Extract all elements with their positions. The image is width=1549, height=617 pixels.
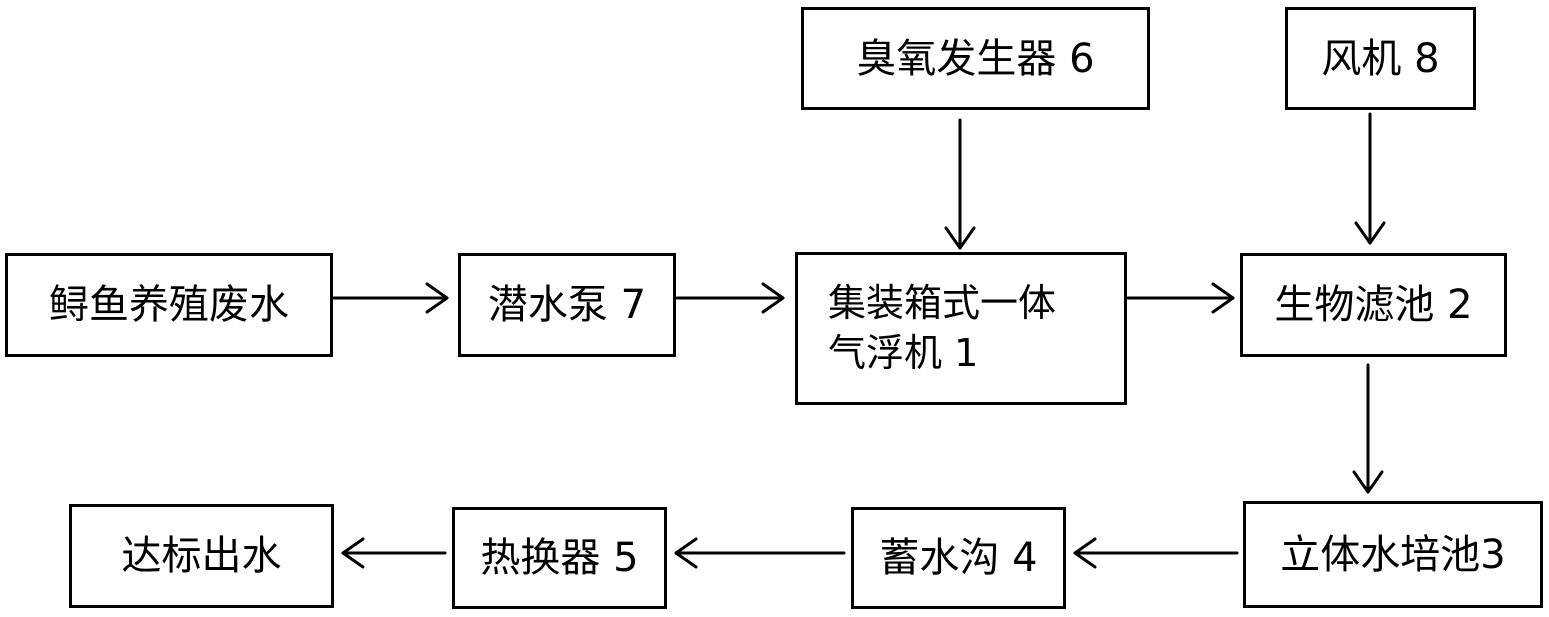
hydroponic-pool-box: 立体水培池3 [1243,501,1543,608]
arrow-ozone-to-flotation [944,118,976,250]
biofilter-box: 生物滤池 2 [1240,253,1507,357]
arrow-pump-to-flotation [675,282,785,314]
flotation-label-line1: 集装箱式一体 [828,281,1057,326]
heat-exchanger-box: 热换器 5 [452,507,667,609]
ozone-generator-box: 臭氧发生器 6 [801,7,1150,110]
wastewater-label: 鲟鱼养殖废水 [49,282,289,328]
hydroponic-pool-label: 立体水培池3 [1280,531,1506,578]
fan-box: 风机 8 [1285,7,1476,110]
fan-label: 风机 8 [1321,35,1440,82]
arrow-flotation-to-biofilter [1126,282,1235,314]
storage-ditch-box: 蓄水沟 4 [851,507,1066,609]
flotation-label-line2: 气浮机 1 [828,330,979,375]
flotation-machine-box: 集装箱式一体 气浮机 1 [795,252,1127,405]
wastewater-box: 鲟鱼养殖废水 [5,253,333,357]
storage-ditch-label: 蓄水沟 4 [879,535,1038,581]
arrow-fan-to-biofilter [1354,112,1386,245]
effluent-box: 达标出水 [69,504,334,608]
biofilter-label: 生物滤池 2 [1274,282,1473,328]
ozone-generator-label: 臭氧发生器 6 [856,35,1095,82]
arrow-biofilter-to-hydroponic [1352,363,1384,494]
arrow-wastewater-to-pump [332,282,449,314]
arrow-ditch-to-heat-exchanger [674,537,846,569]
pump-label: 潜水泵 7 [487,282,647,328]
pump-box: 潜水泵 7 [458,253,676,357]
heat-exchanger-label: 热换器 5 [480,535,639,581]
arrow-hydroponic-to-ditch [1073,537,1239,569]
effluent-label: 达标出水 [121,533,282,579]
arrow-heat-exchanger-to-effluent [341,537,447,569]
